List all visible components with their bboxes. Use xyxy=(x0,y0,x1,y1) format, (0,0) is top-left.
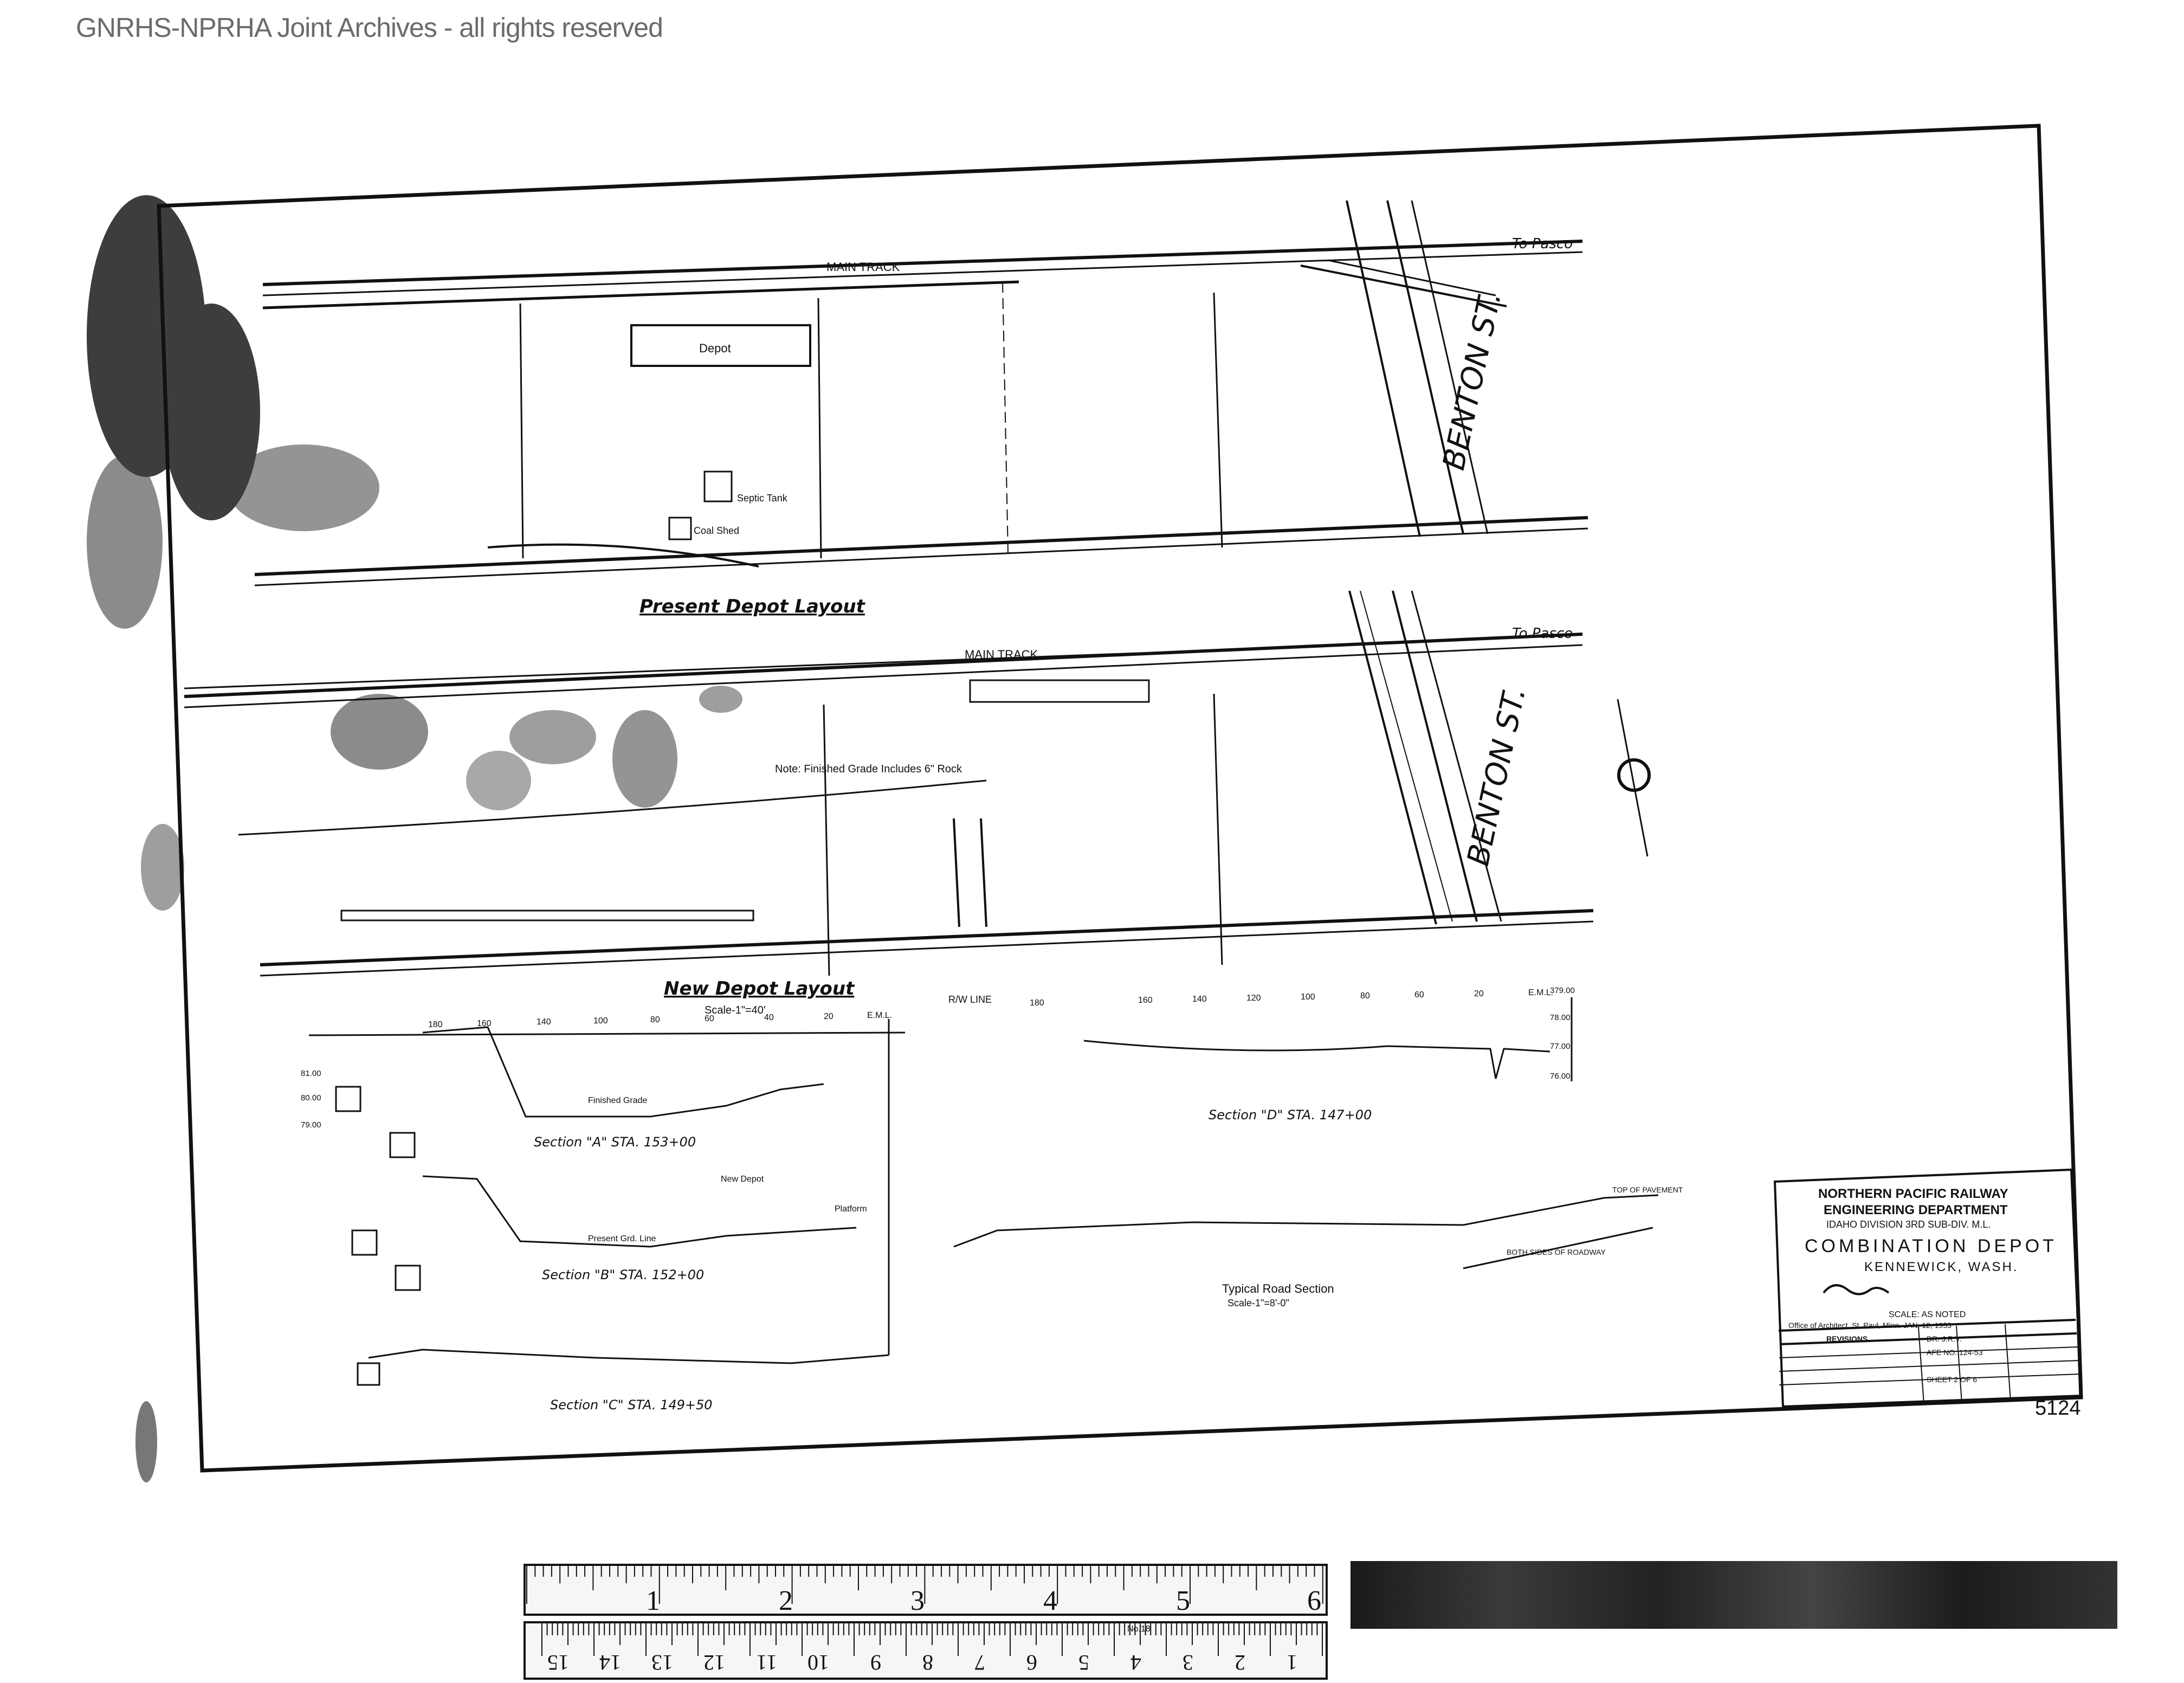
department-name: ENGINEERING DEPARTMENT xyxy=(1824,1203,2008,1217)
main-track-top-label: MAIN TRACK xyxy=(826,260,900,274)
section-d-label: Section "D" STA. 147+00 xyxy=(1209,1107,1372,1123)
platform-label: Platform xyxy=(835,1204,867,1214)
rw-line-label: R/W LINE xyxy=(948,994,992,1005)
axis-tick: 140 xyxy=(1192,995,1207,1004)
benton-st-label-top: BENTON ST. xyxy=(1436,288,1508,473)
scan-edge-strip xyxy=(1351,1561,2117,1629)
elevation-label: 76.00 xyxy=(1550,1072,1571,1081)
ruler-cm-label: 1 xyxy=(1287,1650,1297,1675)
ruler-cm-label: 13 xyxy=(651,1650,673,1675)
axis-tick: 140 xyxy=(537,1017,551,1027)
finished-grade-label: Finished Grade xyxy=(588,1096,647,1105)
section-axis-left: 180 160 140 100 80 60 40 20 E.M.L. xyxy=(428,1011,892,1029)
to-pasco-top: To Pasco xyxy=(1512,236,1573,252)
ruler-cm-label: 15 xyxy=(547,1650,569,1675)
division-name: IDAHO DIVISION 3RD SUB-DIV. M.L. xyxy=(1826,1219,1991,1230)
elevation-label: 78.00 xyxy=(1550,1013,1571,1022)
top-of-pavement-label: TOP OF PAVEMENT xyxy=(1612,1185,1683,1194)
architect-signature xyxy=(1823,1284,1890,1295)
ruler-cm-label: 3 xyxy=(1183,1650,1193,1675)
present-depot-layout xyxy=(254,200,1588,586)
ruler-inch-label: 3 xyxy=(910,1585,925,1616)
drawing-scale: SCALE: AS NOTED xyxy=(1889,1310,1966,1319)
ruler-cm-label: 10 xyxy=(807,1650,829,1675)
elevation-label: 79.00 xyxy=(301,1120,321,1130)
revisions-header: REVISIONS xyxy=(1826,1334,1868,1343)
ruler-cm-label: 9 xyxy=(870,1650,881,1675)
axis-tick: 60 xyxy=(705,1014,714,1023)
typical-road-section-label: Typical Road Section xyxy=(1222,1282,1334,1295)
depot-label: Depot xyxy=(699,341,731,355)
benton-st-label-bottom: BENTON ST. xyxy=(1461,684,1533,869)
company-name: NORTHERN PACIFIC RAILWAY xyxy=(1818,1187,2008,1201)
septic-tank-label: Septic Tank xyxy=(737,493,788,504)
present-layout-title: Present Depot Layout xyxy=(639,596,866,617)
axis-tick: 20 xyxy=(1474,989,1484,998)
ruler-cm-label: 14 xyxy=(599,1650,621,1675)
axis-tick: 160 xyxy=(477,1019,492,1028)
section-a-label: Section "A" STA. 153+00 xyxy=(534,1134,696,1150)
present-grade-line-label: Present Grd. Line xyxy=(588,1234,656,1243)
axis-tick: E.M.L. xyxy=(1528,988,1553,997)
scan-stains xyxy=(87,195,742,1482)
coal-shed-label: Coal Shed xyxy=(694,525,739,536)
elevation-label: 77.00 xyxy=(1550,1042,1571,1051)
sheet-border xyxy=(157,124,2083,1473)
ruler-inch-label: 1 xyxy=(646,1585,660,1616)
archive-watermark: GNRHS-NPRHA Joint Archives - all rights … xyxy=(76,12,663,43)
afe-number: AFE NO. 124-53 xyxy=(1927,1348,1983,1357)
axis-tick: 80 xyxy=(1360,991,1370,1001)
ruler-cm-label: 5 xyxy=(1078,1650,1089,1675)
drawing-location: KENNEWICK, WASH. xyxy=(1864,1260,2018,1274)
section-profiles xyxy=(308,997,1659,1386)
new-layout-title: New Depot Layout xyxy=(664,978,855,1000)
new-depot-section-label: New Depot xyxy=(721,1175,764,1184)
to-pasco-bottom: To Pasco xyxy=(1512,626,1573,642)
office-line: Office of Architect, St. Paul, Minn. JAN… xyxy=(1788,1321,1952,1330)
drawing-number: 5124 xyxy=(2035,1397,2081,1420)
axis-tick: 180 xyxy=(428,1020,443,1029)
ruler-cm-label: 2 xyxy=(1235,1650,1245,1675)
ruler-inch-label: 4 xyxy=(1043,1585,1057,1616)
main-track-bottom-label: MAIN TRACK xyxy=(965,648,1038,661)
new-depot-layout xyxy=(184,590,1651,977)
axis-tick: 60 xyxy=(1414,990,1424,1000)
axis-tick: 100 xyxy=(593,1016,608,1026)
axis-tick: 100 xyxy=(1301,992,1315,1002)
ruler-cm-label: 8 xyxy=(922,1650,933,1675)
axis-tick: 20 xyxy=(824,1012,833,1021)
ruler-brand: No.18 xyxy=(1127,1624,1151,1634)
elevation-label: 379.00 xyxy=(1550,986,1575,995)
new-layout-scale: Scale-1"=40' xyxy=(705,1004,766,1016)
section-axis-right: 180 160 140 120 100 80 60 20 E.M.L. xyxy=(1030,988,1553,1008)
axis-tick: 40 xyxy=(764,1013,774,1022)
axis-tick: 120 xyxy=(1246,994,1261,1003)
axis-tick: 160 xyxy=(1138,996,1153,1005)
drawing-title: COMBINATION DEPOT xyxy=(1805,1236,2057,1256)
title-block xyxy=(1773,1168,2083,1408)
axis-tick: E.M.L. xyxy=(867,1011,892,1020)
axis-tick: 180 xyxy=(1030,998,1044,1008)
drawn-by: DR. J.R.V. xyxy=(1927,1334,1962,1343)
section-c-label: Section "C" STA. 149+50 xyxy=(550,1397,713,1413)
typical-road-scale: Scale-1"=8'-0" xyxy=(1227,1298,1289,1308)
ruler-cm-label: 6 xyxy=(1026,1650,1037,1675)
ruler-cm-label: 11 xyxy=(756,1650,777,1675)
elevation-labels: 81.00 80.00 79.00 379.00 78.00 77.00 76.… xyxy=(301,986,1575,1130)
ruler-cm-label: 4 xyxy=(1130,1650,1141,1675)
ruler-inch-label: 5 xyxy=(1176,1585,1190,1616)
ruler-inch-label: 6 xyxy=(1307,1585,1321,1616)
elevation-label: 80.00 xyxy=(301,1093,321,1102)
ruler-cm-label: 12 xyxy=(703,1650,725,1675)
section-b-label: Section "B" STA. 152+00 xyxy=(542,1267,704,1282)
finished-grade-note: Note: Finished Grade Includes 6" Rock xyxy=(775,763,962,775)
ruler-inch-label: 2 xyxy=(779,1585,793,1616)
both-sides-label: BOTH SIDES OF ROADWAY xyxy=(1507,1248,1606,1256)
ruler-cm-label: 7 xyxy=(974,1650,985,1675)
axis-tick: 80 xyxy=(650,1015,660,1024)
sheet-number: SHEET 2 OF 6 xyxy=(1927,1375,1977,1384)
elevation-label: 81.00 xyxy=(301,1069,321,1078)
